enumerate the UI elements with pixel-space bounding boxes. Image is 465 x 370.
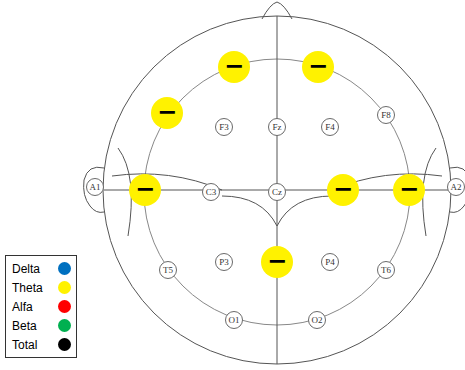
electrode-label: C3 [206, 188, 217, 197]
minus-sign: − [308, 54, 328, 78]
theta-marker: − [261, 246, 293, 278]
electrode-site: C3 [202, 183, 220, 201]
electrode-label: O2 [312, 316, 323, 325]
legend-swatch [58, 319, 71, 332]
legend-text: Theta [12, 281, 43, 295]
electrode-label: Fz [273, 123, 282, 132]
minus-sign: − [157, 100, 177, 124]
electrode-site: T5 [159, 261, 177, 279]
electrode-site: F4 [321, 118, 339, 136]
legend-box: DeltaThetaAlfaBetaTotal [5, 255, 77, 358]
head-circle [103, 16, 451, 364]
electrode-site: Cz [268, 183, 286, 201]
electrode-site: P4 [321, 253, 339, 271]
electrode-label: T6 [381, 266, 391, 275]
theta-marker: − [151, 97, 183, 129]
minus-sign: − [224, 54, 244, 78]
electrode-label: P3 [219, 258, 229, 267]
legend-swatch [58, 281, 71, 294]
minus-sign: − [399, 177, 419, 201]
electrode-site: Fz [268, 118, 286, 136]
electrode-label: A1 [90, 183, 101, 192]
legend-swatch [58, 300, 71, 313]
legend-row: Beta [12, 316, 71, 335]
theta-marker: − [393, 174, 425, 206]
electrode-label: P4 [325, 258, 335, 267]
electrode-label: Cz [272, 188, 282, 197]
electrode-site: F8 [377, 106, 395, 124]
electrode-site: A1 [86, 178, 104, 196]
theta-marker: − [327, 174, 359, 206]
electrode-label: A2 [451, 183, 462, 192]
electrode-label: T5 [163, 266, 173, 275]
electrode-site: F3 [215, 118, 233, 136]
electrode-label: F3 [219, 123, 229, 132]
minus-sign: − [135, 177, 155, 201]
legend-text: Alfa [12, 300, 33, 314]
electrode-site: A2 [447, 178, 465, 196]
left-branch [222, 196, 277, 226]
minus-sign: − [333, 177, 353, 201]
electrode-site: O1 [225, 311, 243, 329]
legend-text: Delta [12, 262, 40, 276]
minus-sign: − [267, 249, 287, 273]
right-branch [277, 196, 332, 226]
theta-marker: − [302, 51, 334, 83]
electrode-label: F8 [381, 111, 391, 120]
legend-text: Beta [12, 319, 37, 333]
legend-swatch [58, 338, 71, 351]
left-ear [84, 167, 104, 212]
theta-marker: − [129, 174, 161, 206]
legend-row: Alfa [12, 297, 71, 316]
legend-row: Delta [12, 259, 71, 278]
theta-marker: − [218, 51, 250, 83]
legend-row: Total [12, 335, 71, 354]
electrode-site: T6 [377, 261, 395, 279]
legend-swatch [58, 262, 71, 275]
electrode-label: F4 [325, 123, 335, 132]
electrode-site: O2 [308, 311, 326, 329]
electrode-site: P3 [215, 253, 233, 271]
electrode-label: O1 [229, 316, 240, 325]
legend-row: Theta [12, 278, 71, 297]
legend-text: Total [12, 338, 37, 352]
